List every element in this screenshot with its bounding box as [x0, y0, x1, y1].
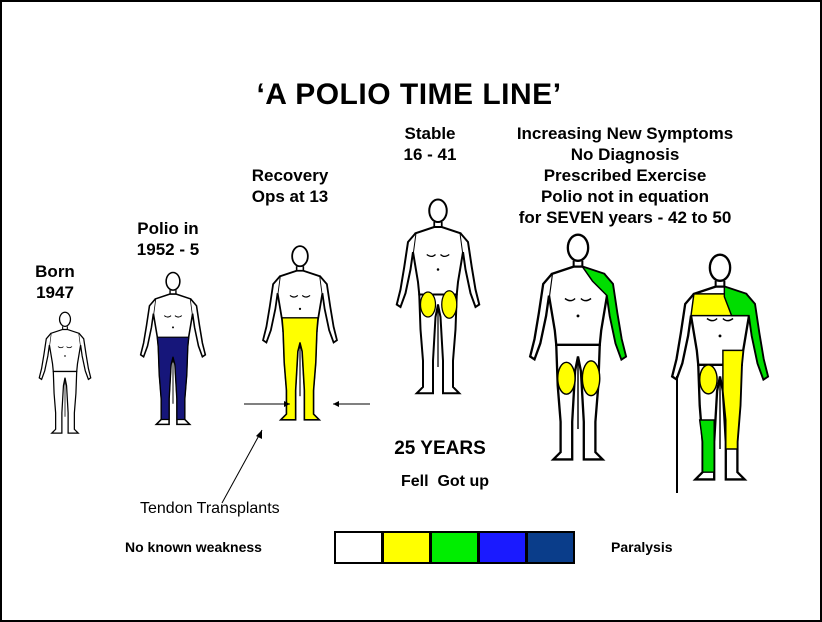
fig5-right-knee	[582, 361, 599, 396]
stable-left-knee	[421, 292, 436, 317]
stable-right-knee	[442, 291, 457, 319]
fig6-leg-fill	[723, 350, 743, 449]
fig5-left-knee	[558, 362, 575, 394]
legend-right-label: Paralysis	[611, 539, 673, 555]
figure-born	[39, 312, 90, 433]
scale-box-1	[334, 531, 383, 564]
figure-stable	[397, 200, 480, 394]
scale-box-3	[430, 531, 479, 564]
figure-symptoms-2	[672, 255, 768, 480]
scale-box-5	[526, 531, 575, 564]
figure-symptoms-1	[530, 235, 626, 460]
legend-left-label: No known weakness	[125, 539, 262, 555]
fig6-shin-fill	[700, 420, 715, 472]
fig6-knee	[700, 365, 717, 394]
figure-polio	[141, 272, 206, 424]
figure-recovery	[263, 246, 337, 420]
scale-box-4	[478, 531, 527, 564]
scale-box-2	[382, 531, 431, 564]
